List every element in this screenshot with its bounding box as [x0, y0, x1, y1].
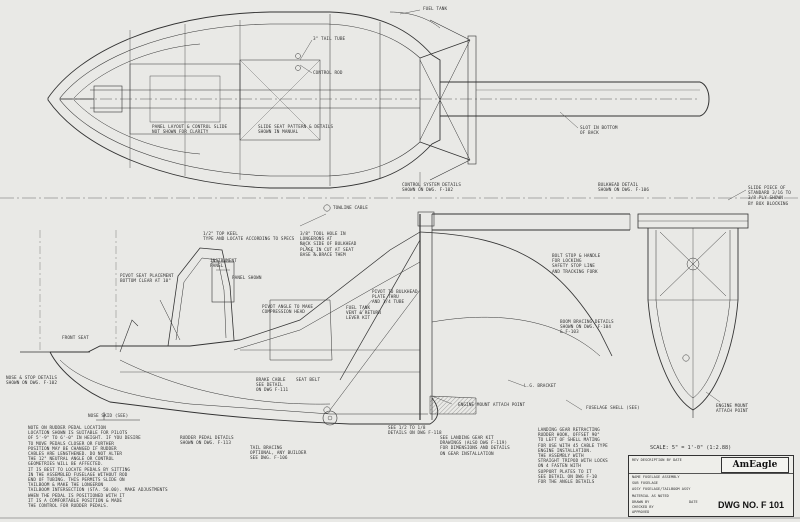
callout-towline: TOWLINE CABLE: [333, 206, 368, 211]
callout-pivot-slot: PIVOT TO BULKHEAD PLATE THRU AND 1/4 TUB…: [372, 290, 418, 306]
callout-flap-detail: SEE 1/2 TO 1/8 DETAILS ON DWG F-118: [388, 426, 442, 437]
callout-fuselage-shell: FUSELAGE SHELL (SEE): [586, 406, 640, 411]
callout-slot-bottom: SLOT IN BOTTOM OF BACK: [580, 126, 618, 137]
callout-engine-mount: ENGINE MOUNT ATTACH POINT: [458, 403, 526, 408]
callout-side-seat: 3/8" TOOL HOLE IN LONGERONS AT BACK SIDE…: [300, 232, 357, 258]
callout-tail-bracing: TAIL BRACING OPTIONAL, ANY BUILDER SEE D…: [250, 446, 307, 462]
title-block-approved: APPROVED: [632, 510, 650, 514]
note-landing-gear: LANDING GEAR RETRACTING RUDDER HOOK, OFF…: [538, 428, 608, 486]
callout-lg-bracket: L.G. BRACKET: [524, 384, 557, 389]
side-view: [20, 204, 690, 426]
callout-seat-belt: SEAT BELT: [296, 378, 321, 383]
callout-landing-gear: SEE LANDING GEAR KIT DRAWINGS (ALSO DWG …: [440, 436, 510, 457]
callout-slide-opt: SLIDE PIECE OF STANDARD 3/16 TO 3/8 PLY …: [748, 186, 791, 207]
callout-bulkhead: BULKHEAD DETAIL SHOWN ON DWG. F-106: [598, 183, 650, 194]
front-view: [637, 189, 749, 418]
callout-nose-skid: NOSE SKID (SEE): [88, 414, 129, 419]
drawing-number-label: DWG NO.: [718, 500, 759, 510]
title-block-assy-row: ASSY FUSELAGE/TAILBOOM ASSY: [632, 487, 691, 491]
callout-nose-stop: NOSE & STOP DETAILS SHOWN ON DWG. F-102: [6, 376, 58, 387]
callout-panel-shown: PANEL SHOWN: [232, 276, 262, 281]
title-block-date: DATE: [689, 500, 698, 504]
title-block-sub-row: SUB FUSELAGE: [632, 481, 658, 485]
drawing-number: DWG NO. F 101: [718, 497, 790, 513]
title-block-material: MATERIAL AS NOTED: [632, 494, 669, 498]
callout-panel-layout: PANEL LAYOUT & CONTROL SLIDE NOT SHOWN F…: [152, 125, 228, 136]
title-block-revision-header: REV DESCRIPTION BY DATE: [632, 458, 682, 462]
title-block-drawn: DRAWN BY: [632, 500, 650, 504]
callout-instrument-panel: INSTRUMENT PANEL: [210, 259, 237, 270]
callout-pivot-comp: PIVOT ANGLE TO MAKE COMPRESSION HEAD: [262, 305, 314, 316]
callout-pivot-seat: PIVOT SEAT PLACEMENT BOTTOM CLEAR AT 10": [120, 274, 174, 285]
title-block-checked: CHECKED BY: [632, 505, 654, 509]
callout-slide-seat: SLIDE SEAT PATTERN & DETAILS SHOWN IN MA…: [258, 125, 334, 136]
top-view: [47, 9, 710, 189]
callout-tail-tube: 3" TAIL TUBE: [313, 37, 346, 42]
callout-brake-cable: BRAKE CABLE SEE DETAIL ON DWG F-111: [256, 378, 289, 394]
callout-control-detail: CONTROL SYSTEM DETAILS SHOWN ON DWG. F-1…: [402, 183, 462, 194]
title-block: REV DESCRIPTION BY DATE AmEagle NAME FUS…: [628, 455, 794, 517]
callout-boom-bracing: BOOM BRACING DETAILS SHOWN ON DWG. F-104…: [560, 320, 614, 336]
callout-front-seat: FRONT SEAT: [62, 336, 89, 341]
title-block-name-row: NAME FUSELAGE ASSEMBLY: [632, 475, 680, 479]
drawing-scale: SCALE: 5" = 1'-0" (1:2.88): [650, 445, 732, 451]
callout-engine-mount-rt: ENGINE MOUNT ATTACH POINT: [716, 404, 749, 415]
callout-fuel-tank-vent: FUEL TANK VENT & RETURN LEVER KIT: [346, 306, 381, 322]
callout-bolt-stop: BOLT STOP & HANDLE FOR LOCKING SAFETY ST…: [552, 254, 601, 275]
callout-fuel-tank: FUEL TANK: [423, 7, 448, 12]
drawing-number-value: F 101: [761, 500, 785, 510]
note-rudder-pedal-location: NOTE ON RUDDER PEDAL LOCATION LOCATION S…: [28, 426, 168, 510]
callout-rudder-pedal-detail: RUDDER PEDAL DETAILS SHOWN ON DWG. F-113: [180, 436, 234, 447]
callout-control-rod: CONTROL ROD: [313, 71, 343, 76]
callout-top-keel: 1/2" TOP KEEL TYPE AND LOCATE ACCORDING …: [203, 232, 295, 243]
company-logo: AmEagle: [721, 457, 789, 473]
